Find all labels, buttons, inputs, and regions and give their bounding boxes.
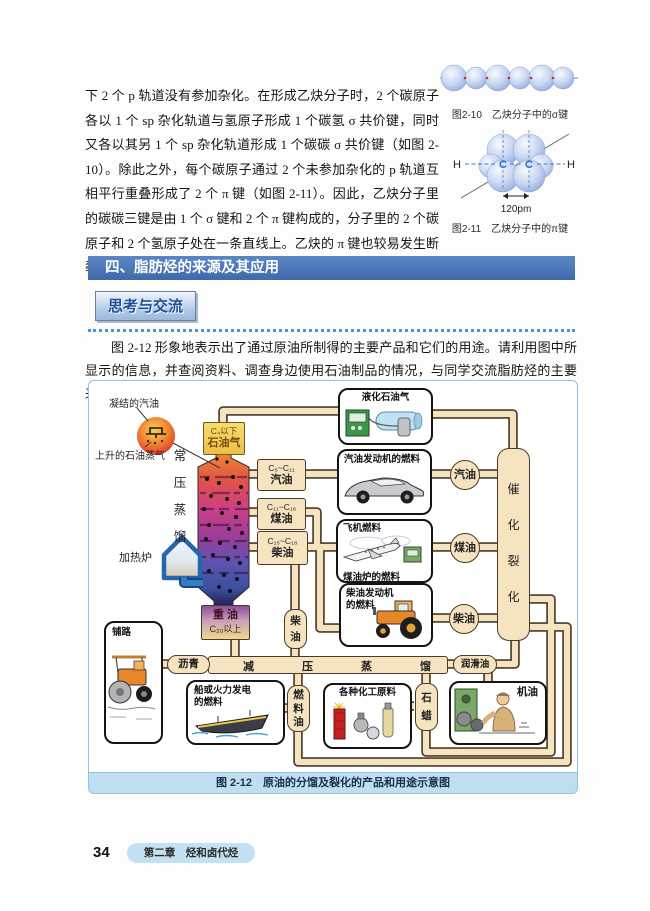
refinery-diagram-artwork — [136, 406, 572, 767]
tractor-illustration — [373, 600, 422, 639]
tractor-title-2: 的燃料 — [346, 599, 375, 611]
chemical-feedstock-box: 各种化工原料 — [323, 683, 412, 749]
heavy-oil-range: C₂₀以上 — [209, 624, 242, 634]
diesel-engine-box: 柴油发动机 的燃料 — [339, 583, 433, 647]
catalytic-cracking-column: 催化裂化 — [497, 448, 530, 641]
rising-vapor-label: 上升的石油蒸气 — [95, 451, 165, 462]
ship-fuel-box: 船或火力发电 的燃料 — [186, 680, 285, 745]
lpg-box: 液化石油气 — [338, 388, 433, 445]
gasoline-range: C₅~C₁₁ — [268, 463, 295, 473]
asphalt-label: 沥青 — [167, 655, 210, 674]
h-right-label: H — [567, 159, 575, 171]
lube-oil-label: 润滑油 — [453, 655, 497, 674]
sigma-bond-figure — [440, 64, 578, 92]
vacuum-distillation-bar: 减 压 蒸 馏 — [208, 656, 448, 674]
car-illustration — [344, 476, 425, 503]
diesel-range: C₁₅~C₁₈ — [267, 536, 298, 546]
section-header-text: 四、脂肪烃的来源及其应用 — [105, 260, 279, 276]
petro-gas-range: C₄以下 — [210, 426, 238, 436]
gasoline-circle: 汽油 — [450, 460, 480, 490]
fuel-oil-pill: 燃料油 — [287, 685, 310, 732]
bond-length-label: 120pm — [501, 204, 532, 215]
diesel-name: 柴油 — [271, 547, 294, 559]
chem-title: 各种化工原料 — [338, 687, 396, 698]
chapter-label: 第二章 烃和卤代烃 — [127, 843, 255, 863]
car-title: 汽油发动机的燃料 — [344, 454, 421, 465]
lpg-title: 液化石油气 — [361, 392, 410, 403]
lpg-illustration — [345, 409, 423, 436]
main-paragraph: 下 2 个 p 轨道没有参加杂化。在形成乙炔分子时，2 个碳原子各以 1 个 s… — [85, 88, 439, 275]
section-header: 四、脂肪烃的来源及其应用 — [88, 256, 575, 280]
heavy-oil-box: 重 油 C₂₀以上 — [201, 605, 250, 640]
c-left-label: C — [499, 159, 507, 171]
kerosene-circle: 煤油 — [450, 533, 480, 563]
gasoline-engine-box: 汽油发动机的燃料 — [337, 449, 432, 515]
vacuum-char-3: 蒸 — [361, 661, 372, 673]
fraction-kerosene-box: C₁₁~C₁₆ 煤油 — [257, 498, 306, 530]
page-number: 34 — [93, 844, 110, 861]
road-roller-illustration — [107, 655, 156, 719]
fig211-caption: 图2-11 乙炔分子中的π键 — [451, 224, 569, 235]
plane-title: 飞机燃料 — [343, 523, 382, 534]
furnace-shape — [161, 534, 203, 581]
kerosene-name: 煤油 — [270, 513, 293, 525]
diesel-circle: 柴油 — [449, 604, 479, 634]
jet-fuel-box: 飞机燃料 煤油炉的燃料 — [336, 519, 433, 583]
airplane-illustration — [342, 535, 422, 562]
petro-gas-name: 石油气 — [207, 437, 241, 449]
chemicals-illustration — [333, 702, 394, 739]
petro-gas-box: C₄以下 石油气 — [203, 422, 245, 455]
vacuum-char-4: 馏 — [420, 661, 431, 673]
c-right-label: C — [525, 159, 533, 171]
activity-badge: 思考与交流 — [95, 291, 197, 321]
kerosene-range: C₁₁~C₁₆ — [266, 502, 297, 512]
atmospheric-distillation-label: 常压蒸馏 — [173, 449, 187, 544]
plane-subtitle: 煤油炉的燃料 — [343, 571, 401, 583]
vacuum-char-1: 减 — [243, 661, 254, 673]
engine-oil-title: 机油 — [517, 686, 538, 698]
ship-illustration — [191, 710, 269, 738]
fraction-gasoline-box: C₅~C₁₁ 汽油 — [257, 459, 306, 491]
figure-caption-bar: 图 2-12 原油的分馏及裂化的产品和用途示意图 — [89, 772, 577, 793]
gasoline-name: 汽油 — [270, 474, 293, 486]
paving-title: 铺路 — [112, 627, 132, 638]
tractor-title-1: 柴油发动机 — [346, 588, 394, 599]
ship-title-2: 的燃料 — [194, 696, 223, 708]
engine-oil-box: 机油 — [449, 681, 547, 745]
mechanic-illustration — [454, 688, 535, 734]
fig210-caption: 图2-10 乙炔分子中的σ键 — [451, 110, 569, 121]
diesel-pill: 柴油 — [284, 609, 307, 649]
furnace-label: 加热炉 — [119, 552, 152, 564]
heavy-oil-name: 重 油 — [212, 609, 239, 621]
ship-title-1: 船或火力发电 — [194, 685, 252, 696]
wax-pill: 石蜡 — [415, 683, 438, 731]
condensed-gasoline-label: 凝结的汽油 — [109, 399, 159, 410]
road-paving-box: 铺路 — [104, 621, 163, 744]
pi-bond-figure: H C C H 120pm — [453, 130, 575, 215]
h-left-label: H — [453, 159, 461, 171]
figure-2-12-frame: 凝结的汽油 上升的石油蒸气 常压蒸馏 加热炉 C₄以下 石油气 C₅~C₁₁ 汽… — [88, 380, 578, 794]
fraction-diesel-box: C₁₅~C₁₈ 柴油 — [257, 531, 308, 565]
distillation-column — [197, 451, 250, 608]
vacuum-char-2: 压 — [302, 661, 313, 673]
dotted-divider — [88, 329, 575, 332]
